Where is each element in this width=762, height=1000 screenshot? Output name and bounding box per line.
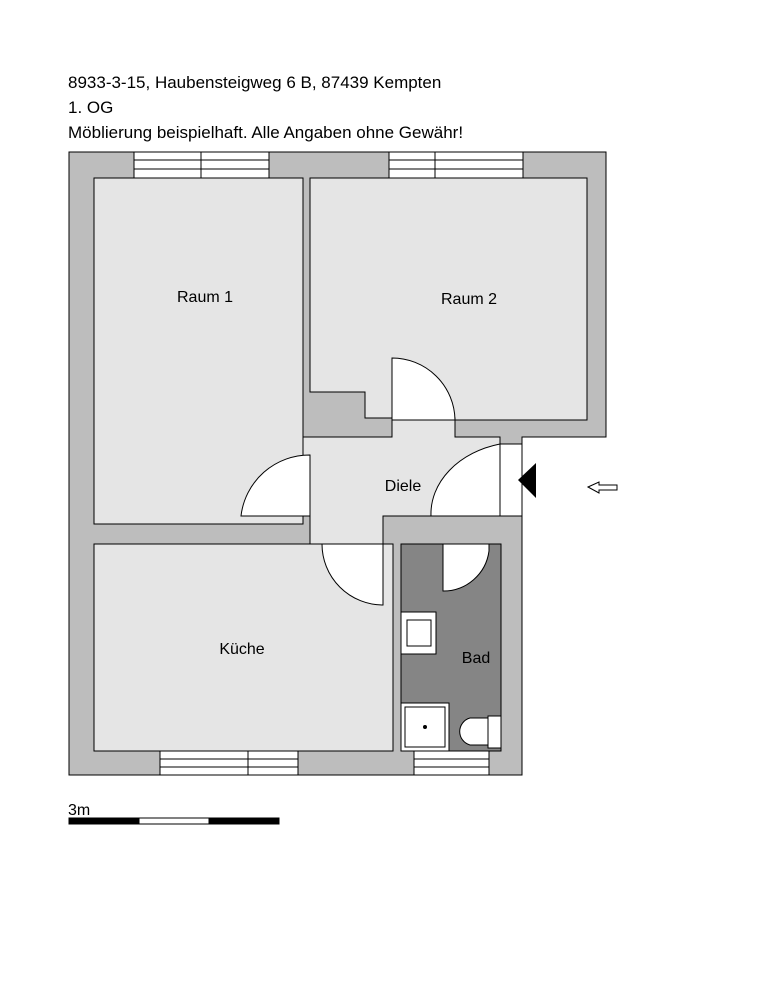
room-raum-1[interactable] — [93, 177, 304, 525]
floor-line: 1. OG — [68, 98, 114, 117]
label-bad: Bad — [462, 650, 490, 667]
entrance-marker-icon — [518, 463, 536, 498]
window-bad — [413, 750, 490, 776]
label-raum-2: Raum 2 — [441, 291, 497, 308]
toilet-icon — [459, 715, 502, 749]
scale-label: 3m — [68, 802, 90, 819]
window-kueche — [159, 750, 299, 776]
door-kueche — [321, 543, 384, 606]
door-raum-1 — [240, 454, 311, 517]
disclaimer-line: Möblierung beispielhaft. Alle Angaben oh… — [68, 123, 464, 142]
washbasin-icon — [400, 611, 437, 655]
entrance-arrow-icon — [586, 481, 618, 494]
shower-icon — [400, 702, 450, 752]
label-diele: Diele — [385, 478, 422, 495]
plan-header: 8933-3-15, Haubensteigweg 6 B, 87439 Kem… — [68, 70, 463, 145]
label-raum-1: Raum 1 — [177, 289, 233, 306]
scale-bar — [68, 817, 280, 825]
door-raum-2 — [391, 357, 456, 421]
label-kueche: Küche — [219, 641, 264, 658]
window-raum-2 — [388, 151, 524, 179]
address-line: 8933-3-15, Haubensteigweg 6 B, 87439 Kem… — [68, 73, 442, 92]
window-raum-1 — [133, 151, 270, 179]
door-entrance — [430, 443, 523, 517]
door-bad — [442, 543, 490, 592]
